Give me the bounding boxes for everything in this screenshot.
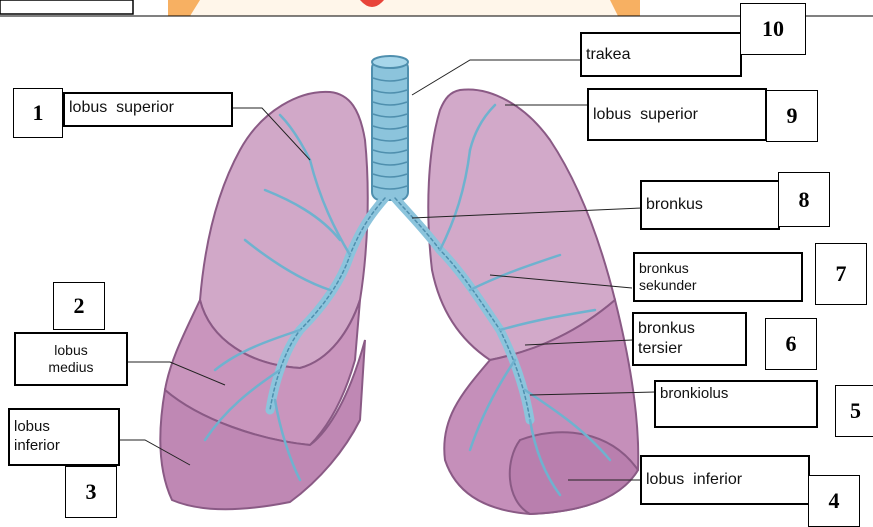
label-lobus-medius-line2: medius bbox=[48, 359, 93, 377]
number-8: 8 bbox=[778, 172, 830, 227]
number-10: 10 bbox=[740, 3, 806, 55]
number-4: 4 bbox=[808, 475, 860, 527]
label-trakea-text: trakea bbox=[586, 45, 630, 65]
number-1: 1 bbox=[13, 88, 63, 138]
header-strip bbox=[168, 0, 640, 16]
number-6: 6 bbox=[765, 318, 817, 370]
label-trakea: trakea bbox=[580, 32, 742, 77]
label-bronkus-sekunder: bronkus sekunder bbox=[633, 252, 803, 302]
label-lobus-superior-right-text: lobus superior bbox=[593, 105, 698, 125]
left-lung-upper-lobe bbox=[200, 92, 368, 368]
label-bronkus-text: bronkus bbox=[646, 195, 703, 215]
label-lobus-inferior-left: lobus inferior bbox=[8, 408, 120, 466]
label-lobus-inferior-left-line1: lobus bbox=[14, 418, 114, 437]
label-lobus-inferior-right-text: lobus inferior bbox=[646, 470, 742, 490]
trachea bbox=[372, 56, 408, 200]
label-bronkus-sekunder-line2: sekunder bbox=[639, 277, 797, 295]
number-3: 3 bbox=[65, 466, 117, 518]
label-bronkus-tersier-line1: bronkus bbox=[638, 319, 741, 339]
label-bronkus-tersier-line2: tersier bbox=[638, 339, 741, 359]
label-lobus-medius: lobus medius bbox=[14, 332, 128, 386]
label-lobus-inferior-left-line2: inferior bbox=[14, 437, 114, 456]
label-lobus-medius-line1: lobus bbox=[54, 342, 87, 360]
label-lobus-superior-left-text: lobus superior bbox=[69, 98, 174, 118]
label-lobus-inferior-right: lobus inferior bbox=[640, 455, 810, 505]
label-lobus-superior-right: lobus superior bbox=[587, 88, 767, 141]
number-5: 5 bbox=[835, 385, 873, 437]
number-7: 7 bbox=[815, 243, 867, 305]
label-bronkus-sekunder-line1: bronkus bbox=[639, 260, 797, 278]
label-bronkiolus: bronkiolus bbox=[654, 380, 818, 428]
label-bronkiolus-text: bronkiolus bbox=[660, 385, 728, 402]
label-bronkus: bronkus bbox=[640, 180, 780, 230]
label-lobus-superior-left: lobus superior bbox=[63, 92, 233, 127]
cropped-header-box bbox=[0, 0, 133, 14]
label-bronkus-tersier: bronkus tersier bbox=[632, 312, 747, 366]
number-9: 9 bbox=[766, 90, 818, 142]
number-2: 2 bbox=[53, 282, 105, 330]
